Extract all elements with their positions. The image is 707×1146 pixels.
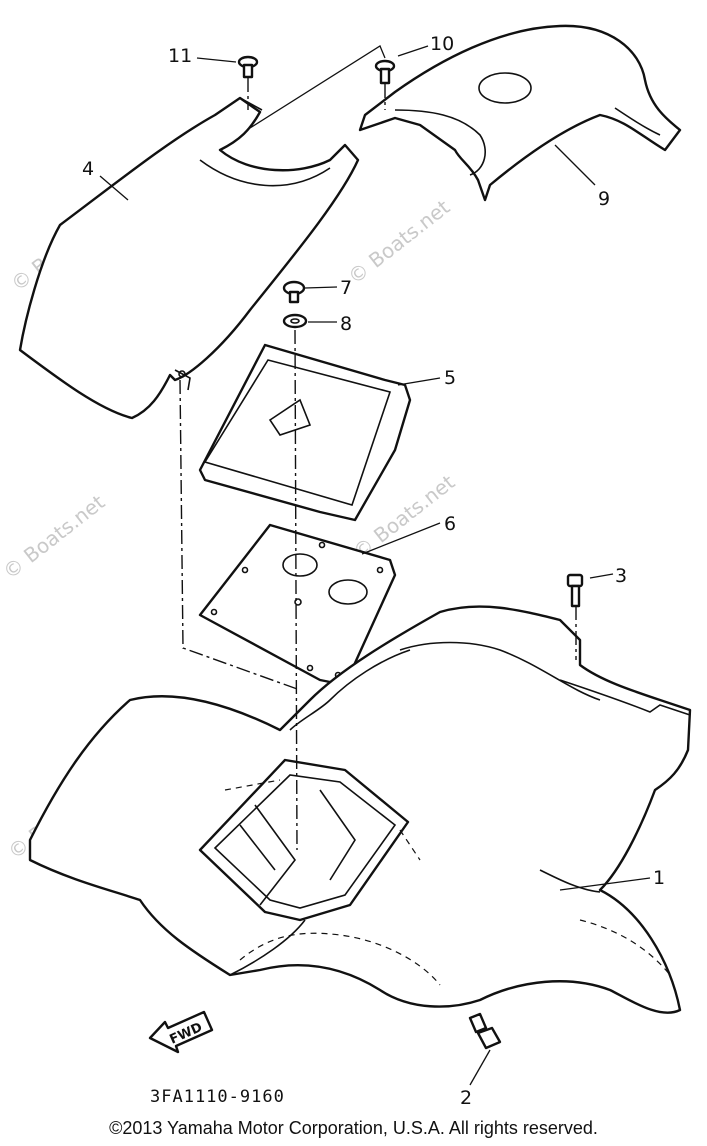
assembly-lines xyxy=(179,45,577,851)
part-4-mudguard-panel xyxy=(18,96,360,420)
diagram-code: 3FA1110-9160 xyxy=(150,1087,285,1107)
callouts: 11 10 4 9 7 8 5 6 3 1 2 xyxy=(82,33,665,1109)
part-9-rear-flap xyxy=(358,24,682,202)
callout-6: 6 xyxy=(444,513,456,535)
callout-1: 1 xyxy=(653,867,665,889)
watermark-3: © Boats.net xyxy=(0,490,109,584)
part-7-screw xyxy=(282,280,306,304)
callout-2: 2 xyxy=(460,1087,472,1109)
callout-5: 5 xyxy=(444,367,456,389)
part-1-rear-fender xyxy=(28,605,692,1014)
part-2-bolt xyxy=(468,1012,502,1050)
copyright-notice: ©2013 Yamaha Motor Corporation, U.S.A. A… xyxy=(109,1118,598,1138)
part-5-box-lid xyxy=(198,343,412,522)
callout-10: 10 xyxy=(430,33,454,55)
callout-4: 4 xyxy=(82,158,94,180)
callout-3: 3 xyxy=(615,565,627,587)
part-3-bolt xyxy=(566,573,584,608)
callout-11: 11 xyxy=(168,45,192,67)
callout-7: 7 xyxy=(340,277,352,299)
part-6-gasket xyxy=(198,523,397,687)
part-11-screw xyxy=(237,55,259,79)
callout-9: 9 xyxy=(598,188,610,210)
part-8-washer xyxy=(282,313,308,329)
fwd-arrow: FWD xyxy=(148,1010,214,1054)
callout-8: 8 xyxy=(340,313,352,335)
watermark-2: © Boats.net xyxy=(343,195,454,289)
leader-lines xyxy=(99,45,651,1086)
part-10-screw xyxy=(374,59,396,85)
